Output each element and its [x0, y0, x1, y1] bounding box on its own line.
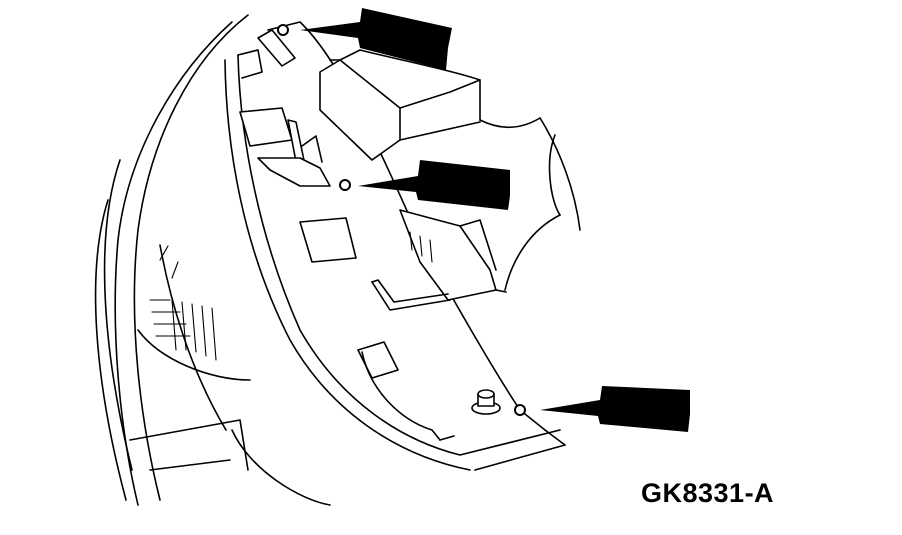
fastener-callout-upper — [300, 8, 452, 70]
step-bracket — [371, 209, 507, 311]
trim-panel — [224, 21, 566, 471]
fastener-hole-middle — [339, 179, 351, 191]
fastener-holes — [277, 24, 526, 416]
mounting-stud — [471, 389, 501, 415]
latch-assembly — [257, 119, 331, 187]
fastener-hole-lower — [514, 404, 526, 416]
arrow-left-icon — [540, 386, 690, 432]
switch-slot — [357, 341, 455, 441]
housing-outline — [94, 14, 331, 506]
arrow-left-icon — [300, 8, 452, 70]
arrow-left-icon — [358, 160, 510, 210]
fastener-hole-upper — [277, 24, 289, 36]
fastener-callout-lower — [540, 386, 690, 432]
top-clip — [237, 29, 296, 79]
fastener-callout-middle — [358, 160, 510, 210]
figure-id-label: GK8331-A — [641, 478, 775, 508]
upper-bracket — [319, 49, 581, 291]
